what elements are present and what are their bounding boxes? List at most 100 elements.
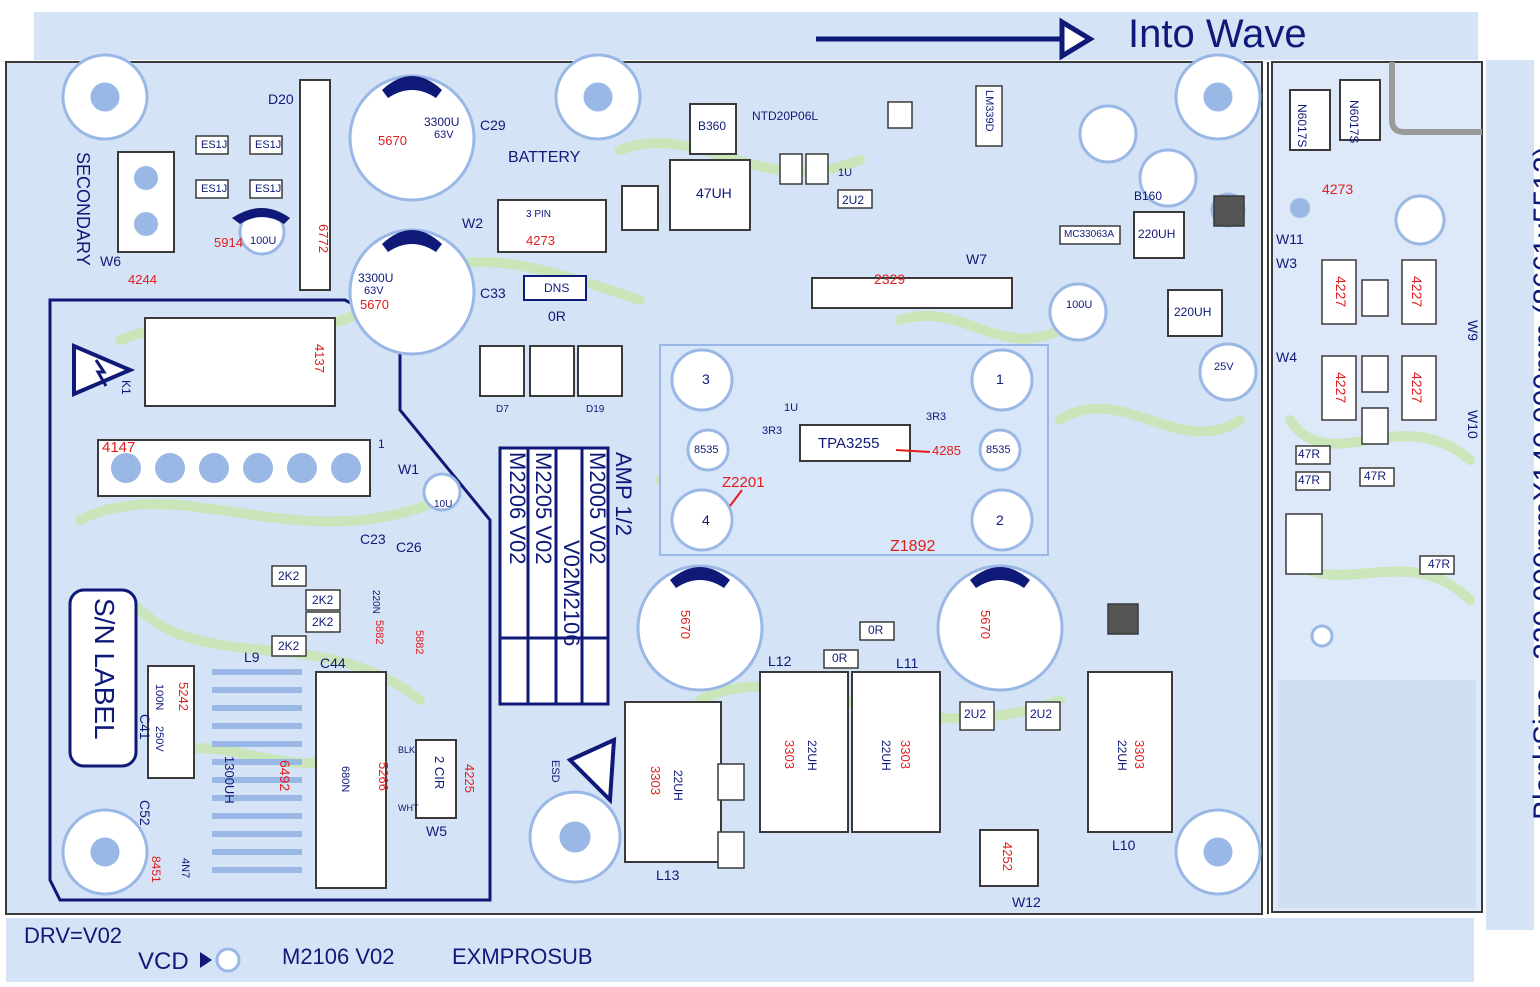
ref-5670-a: 5670 [378,133,407,148]
ic-cluster [887,85,1323,635]
ref-3303-d: 3303 [1132,740,1147,769]
mc33063-label: MC33063A [1064,229,1115,240]
ref-3303-c: 3303 [898,740,913,769]
c2u2-label-a: 2U2 [964,707,987,721]
c52-label: C52 [137,800,153,826]
ref-6492: 6492 [277,760,293,792]
c29-label: C29 [480,117,506,133]
c10u-label: 10U [434,499,453,510]
ref-4225: 4225 [462,764,477,793]
h22uh-label-c: 22UH [1115,740,1129,771]
w3-label: W3 [1276,255,1297,271]
wht-label: WHT [398,803,419,813]
r3r3-label-b: 3R3 [762,425,783,437]
m2206-label: M2206 V02 [505,452,530,565]
vcd-label: VCD [138,948,189,975]
inductors [624,159,1223,863]
b360-diodes [479,103,737,397]
c1u-label-a: 1U [784,402,799,414]
tpa-hole-4: 4 [702,512,710,528]
c2u2-label-b: 2U2 [1030,707,1053,721]
ref-4244: 4244 [128,272,157,287]
c100n-label: 100N [153,684,165,711]
c220n-label: 220N [370,590,381,614]
ref-4227-c: 4227 [1333,372,1349,404]
ref-6772: 6772 [316,224,331,253]
ref-4273-b: 4273 [1322,181,1354,197]
tpa3255-label: TPA3255 [818,435,880,452]
r47r-label-a: 47R [1298,447,1321,461]
m2106-label: M2106 V02 [282,944,395,969]
c26-label: C26 [396,539,422,555]
c63v-label-a: 63V [434,129,454,141]
es1j-label-c: ES1J [201,183,228,195]
r0r-label-a: 0R [868,623,884,637]
transformer-l9 [212,669,302,873]
k1-label: K1 [119,380,133,395]
w12-label: W12 [1012,894,1041,910]
c680n-label: 680N [339,766,351,793]
sn-label-text: S/N LABEL [89,598,120,740]
w6-label: W6 [100,253,121,269]
c3300-label-b: 3300U [358,271,394,285]
w11-label: W11 [1276,231,1304,247]
ref-8451: 8451 [149,856,163,883]
r47r-label-d: 47R [1428,557,1451,571]
w1-label: W1 [398,461,419,477]
ref-4273-a: 4273 [526,233,555,248]
ref-5670-b: 5670 [360,297,389,312]
l11-label: L11 [896,655,919,671]
c250v-label: 250V [153,726,165,752]
es1j-label-a: ES1J [201,139,228,151]
c1u-label-b: 1U [838,167,853,179]
d20-label: D20 [268,91,294,107]
ref-4227-a: 4227 [1333,276,1349,308]
w10-label: W10 [1465,410,1481,439]
ref-4227-b: 4227 [1409,276,1425,308]
ref-3303-a: 3303 [648,766,663,795]
r2k2-label-a: 2K2 [278,569,300,583]
sub-board-pins [1290,194,1446,648]
amp-title-block [498,446,610,706]
zero-r-label: 0R [548,308,566,324]
w4-label: W4 [1276,349,1297,365]
ref-4285: 4285 [932,443,961,458]
h1300uh-label: 1300UH [222,756,237,804]
ref-5266: 5266 [376,762,391,791]
ntd-label: NTD20P06L [752,109,819,123]
l12-label: L12 [768,653,792,669]
ref-z1892: Z1892 [890,538,936,555]
ref-4147: 4147 [102,439,136,456]
r3r3-label-a: 3R3 [926,411,947,423]
c2u2-label-c: 2U2 [842,193,865,207]
ref-z2201: Z2201 [722,474,765,491]
es1j-label-d: ES1J [255,183,282,195]
w9-label: W9 [1465,320,1481,341]
two-cir-label: 2 CIR [432,756,447,790]
ref-2329: 2329 [874,271,906,287]
into-wave-arrow [816,17,1095,61]
ref-pointers [729,449,931,507]
top-silk-band [34,12,1478,60]
c3300-label-a: 3300U [424,115,460,129]
r2k2-label-d: 2K2 [278,639,300,653]
h220uh-label-a: 220UH [1138,227,1176,241]
tpa-hole-1: 1 [996,371,1004,387]
ref-5670-c: 5670 [678,610,693,639]
m2005-label: M2005 V02 [585,452,610,565]
h22uh-label-d: 22UH [671,770,685,801]
v02m2106-label: V02M2106 [559,540,584,647]
tpa3255-ic [799,424,911,462]
h220uh-label-b: 220UH [1174,305,1212,319]
ref-4137: 4137 [312,344,327,373]
bottom-silk-band [6,918,1474,982]
c8535-label-b: 8535 [986,444,1011,456]
h22uh-label-a: 22UH [805,740,819,771]
vcd-arrow-icon [200,952,212,968]
r2k2-label-b: 2K2 [312,593,334,607]
dns-label: DNS [544,281,570,295]
d19-label: D19 [586,404,605,415]
blk-label: BLK [398,745,416,755]
c23-label: C23 [360,531,386,547]
l13-label: L13 [656,867,680,883]
